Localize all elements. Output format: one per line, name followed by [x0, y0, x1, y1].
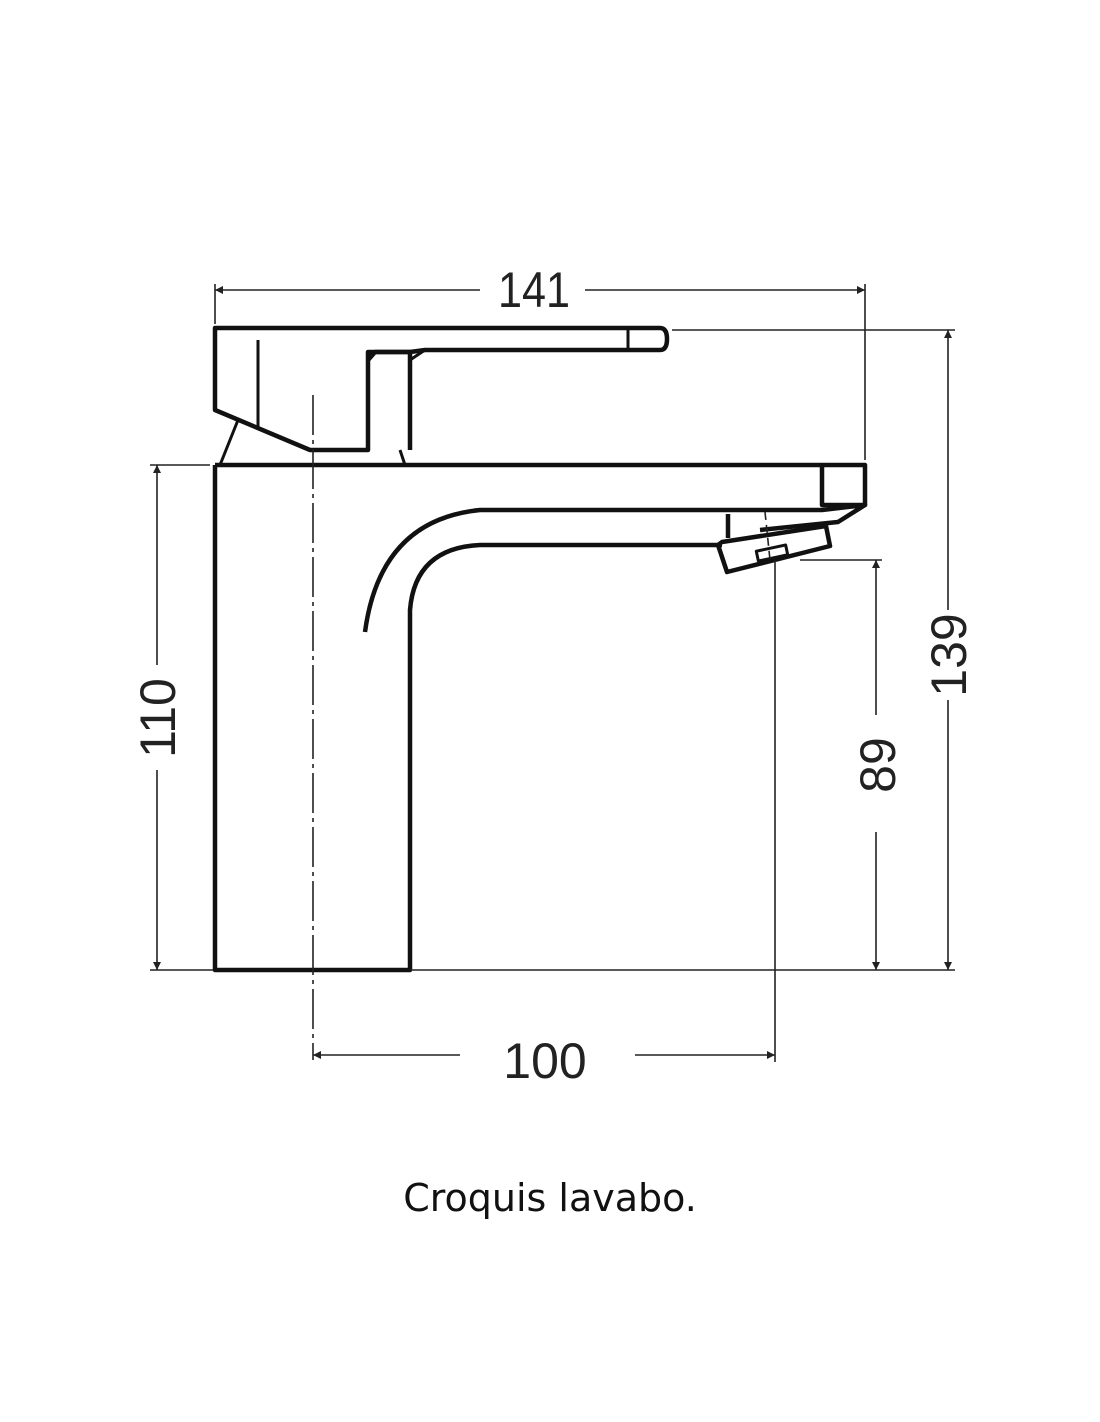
dimension-height-139: 139 [921, 613, 977, 696]
figure-caption: Croquis lavabo. [403, 1176, 697, 1220]
dimension-height-89: 89 [850, 737, 906, 793]
dimension-reach-100: 100 [503, 1033, 586, 1089]
centerlines [312, 395, 771, 1060]
aerator [715, 514, 833, 575]
lever-handle [212, 325, 670, 453]
faucet-outline [212, 325, 868, 973]
dimension-lines [150, 284, 955, 1062]
dimension-width-141: 141 [498, 262, 570, 318]
dimension-height-110: 110 [130, 678, 186, 758]
